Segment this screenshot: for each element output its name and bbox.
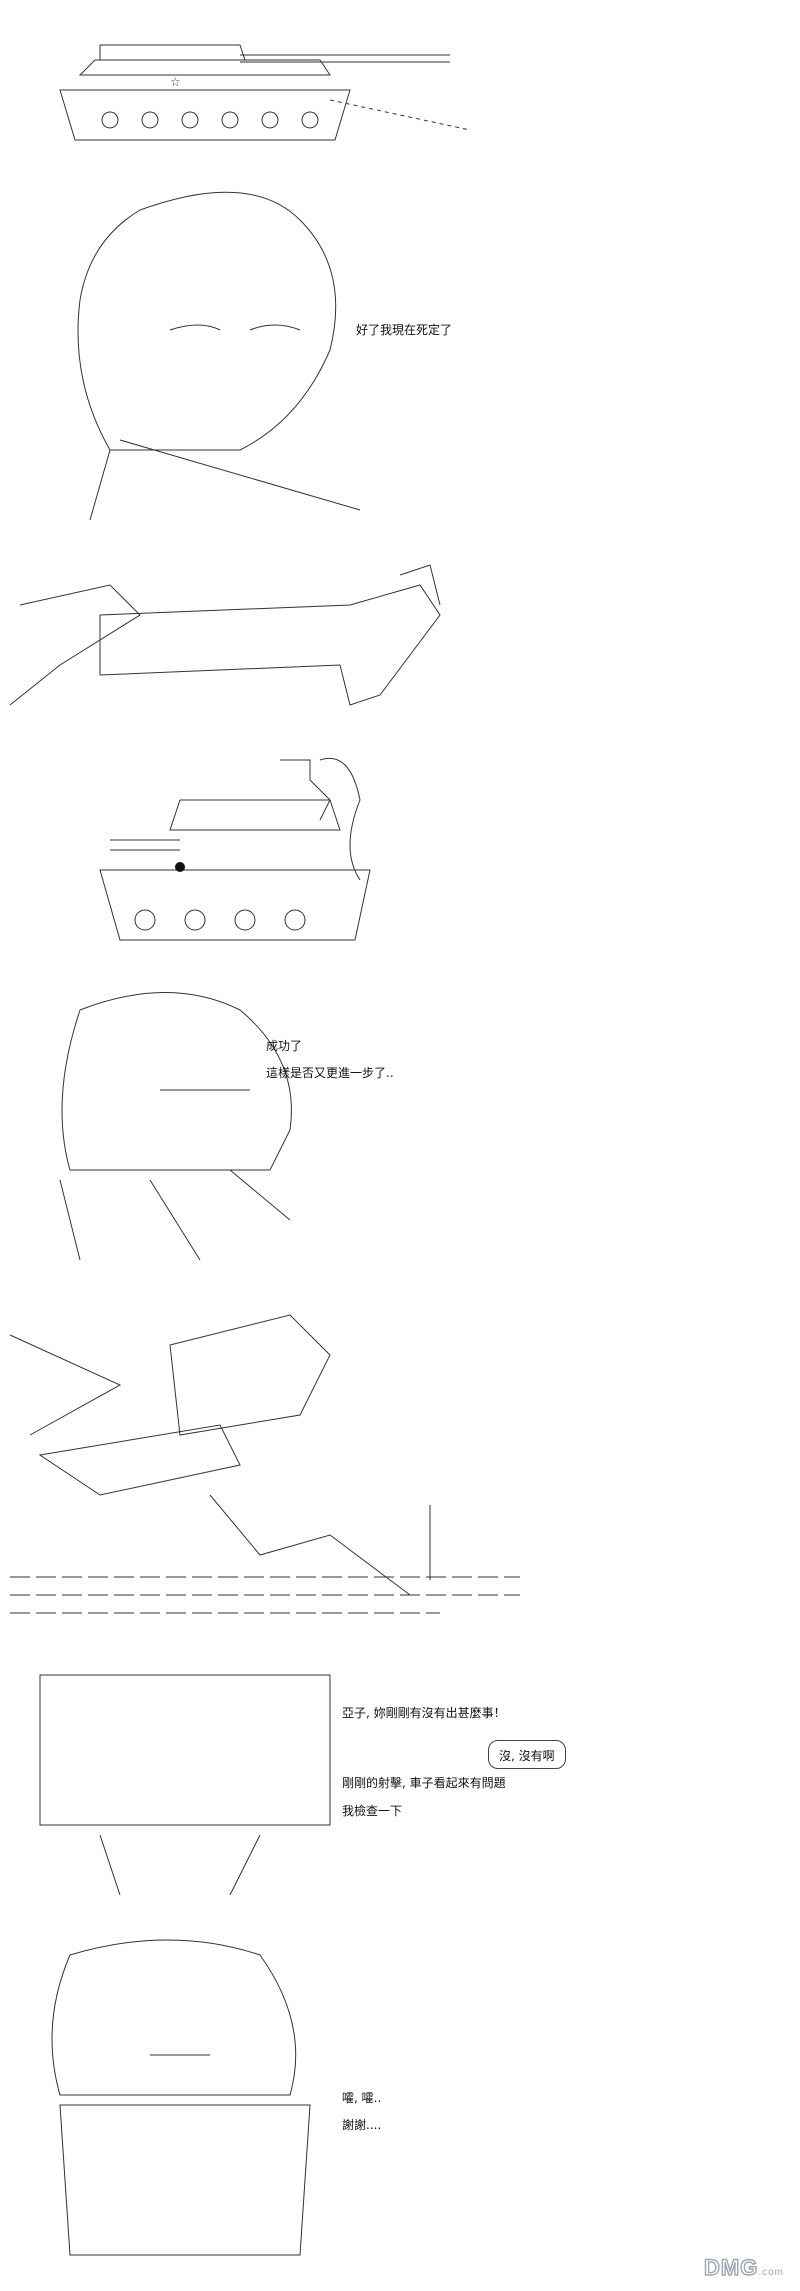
caption-8: 謝謝....	[342, 2118, 382, 2132]
panel-girl-4: 嚯, 嚯.. 謝謝....	[0, 1935, 800, 2291]
explosion-illustration	[9, 1314, 520, 1614]
caption-3: 這樣是否又更進一步了..	[266, 1066, 394, 1080]
panel-girl-1: 好了我現在死定了	[0, 180, 800, 521]
panel-girl-3: 亞子, 妳剛剛有沒有出甚麼事！ 沒, 沒有啊 剛剛的射擊, 車子看起來有問題 我…	[0, 1655, 800, 1925]
caption-4: 亞子, 妳剛剛有沒有出甚麼事！	[342, 1706, 506, 1720]
panel-explosion	[0, 1295, 800, 1645]
panel-tank-top: ☆	[0, 0, 800, 160]
girl-illustration	[59, 992, 292, 1261]
caption-5: 剛剛的射擊, 車子看起來有問題	[342, 1776, 506, 1790]
panel-tank-fire	[0, 740, 800, 970]
tank-illustration: ☆	[59, 44, 471, 141]
girl-illustration	[77, 191, 361, 521]
bubble-text: 沒, 沒有啊	[499, 1749, 555, 1763]
girl-illustration	[39, 1674, 331, 1896]
caption-7: 嚯, 嚯..	[342, 2091, 382, 2105]
site-watermark: DMG.com	[703, 2254, 784, 2280]
gun-illustration	[9, 564, 441, 706]
girl-illustration	[51, 1939, 311, 2256]
caption-1: 好了我現在死定了	[356, 323, 453, 337]
speech-bubble: 沒, 沒有啊	[488, 1740, 566, 1769]
caption-2: 成功了	[266, 1039, 303, 1053]
svg-text:☆: ☆	[170, 75, 181, 89]
panel-girl-2: 成功了 這樣是否又更進一步了..	[0, 980, 800, 1280]
panel-gun-barrel	[0, 545, 800, 725]
caption-6: 我檢查一下	[342, 1804, 403, 1818]
tank-fire-illustration	[99, 758, 371, 941]
